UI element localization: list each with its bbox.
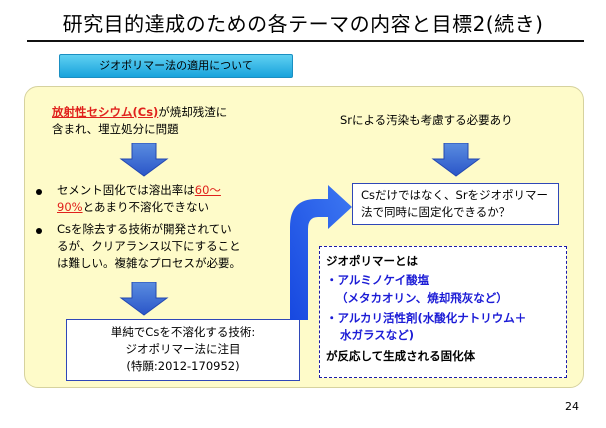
curved-arrow-icon [290,185,352,320]
bullet-dot [36,228,42,234]
bullet1-red-percent: 90% [57,200,83,214]
bullet1-red: 60～ [194,183,221,197]
bullet1-text-end: とあまり不溶化できない [82,200,210,214]
slide-title: 研究目的達成のための各テーマの内容と目標2(続き) [62,12,544,36]
bullet1-line1: セメント固化では溶出率は60～ [57,181,221,199]
technique-line1: 単純でCsを不溶化する技術: [110,325,256,339]
definition-box: ジオポリマーとは ・アルミノケイ酸塩 （メタカオリン、焼却飛灰など） ・アルカリ… [319,246,567,378]
technique-box: 単純でCsを不溶化する技術: ジオポリマー法に注目 (特願:2012-17095… [66,319,300,381]
definition-footer: が反応して生成される固化体 [326,349,476,363]
definition-title: ジオポリマーとは [326,254,418,268]
definition-item2-cont: 水ガラスなど) [340,328,415,342]
bullet1-line2: 90%とあまり不溶化できない [57,198,209,216]
title-underline [27,40,584,42]
bullet2-line1: Csを除去する技術が開発されてい [57,222,232,236]
down-arrow-icon [431,143,481,177]
patent-number: (特願:2012-170952) [126,359,240,373]
question-line2: 法で同時に固定化できるか？ [361,205,511,219]
technique-line2: ジオポリマー法に注目 [125,342,241,356]
left-intro-line1: 放射性セシウム(Cs)が焼却残渣に [52,103,227,121]
page-number: 24 [565,400,579,413]
section-tag: ジオポリマー法の適用について [59,54,293,78]
bullet-dot [36,189,42,195]
question-box: Csだけではなく、Srをジオポリマー 法で同時に固定化できるか？ [352,183,559,225]
definition-item2: ・アルカリ活性剤(水酸化ナトリウム＋ [326,311,527,325]
left-intro-line2: 含まれ、埋立処分に問題 [52,122,179,136]
definition-item1-sub: （メタカオリン、焼却飛灰など） [336,291,508,305]
question-line1: Csだけではなく、Srをジオポリマー [361,188,549,202]
intro-rest: が焼却残渣に [158,105,228,119]
bullet1-text: セメント固化では溶出率は [57,183,195,197]
bullet2-line2: るが、クリアランス以下にすること [57,239,241,253]
cs-highlight: 放射性セシウム(Cs) [52,105,159,119]
definition-item1: ・アルミノケイ酸塩 [326,273,430,287]
down-arrow-icon [119,282,169,316]
down-arrow-icon [119,143,169,177]
bullet2-line3: は難しい。複雑なプロセスが必要。 [57,256,241,270]
right-intro: Srによる汚染も考慮する必要あり [340,113,513,127]
